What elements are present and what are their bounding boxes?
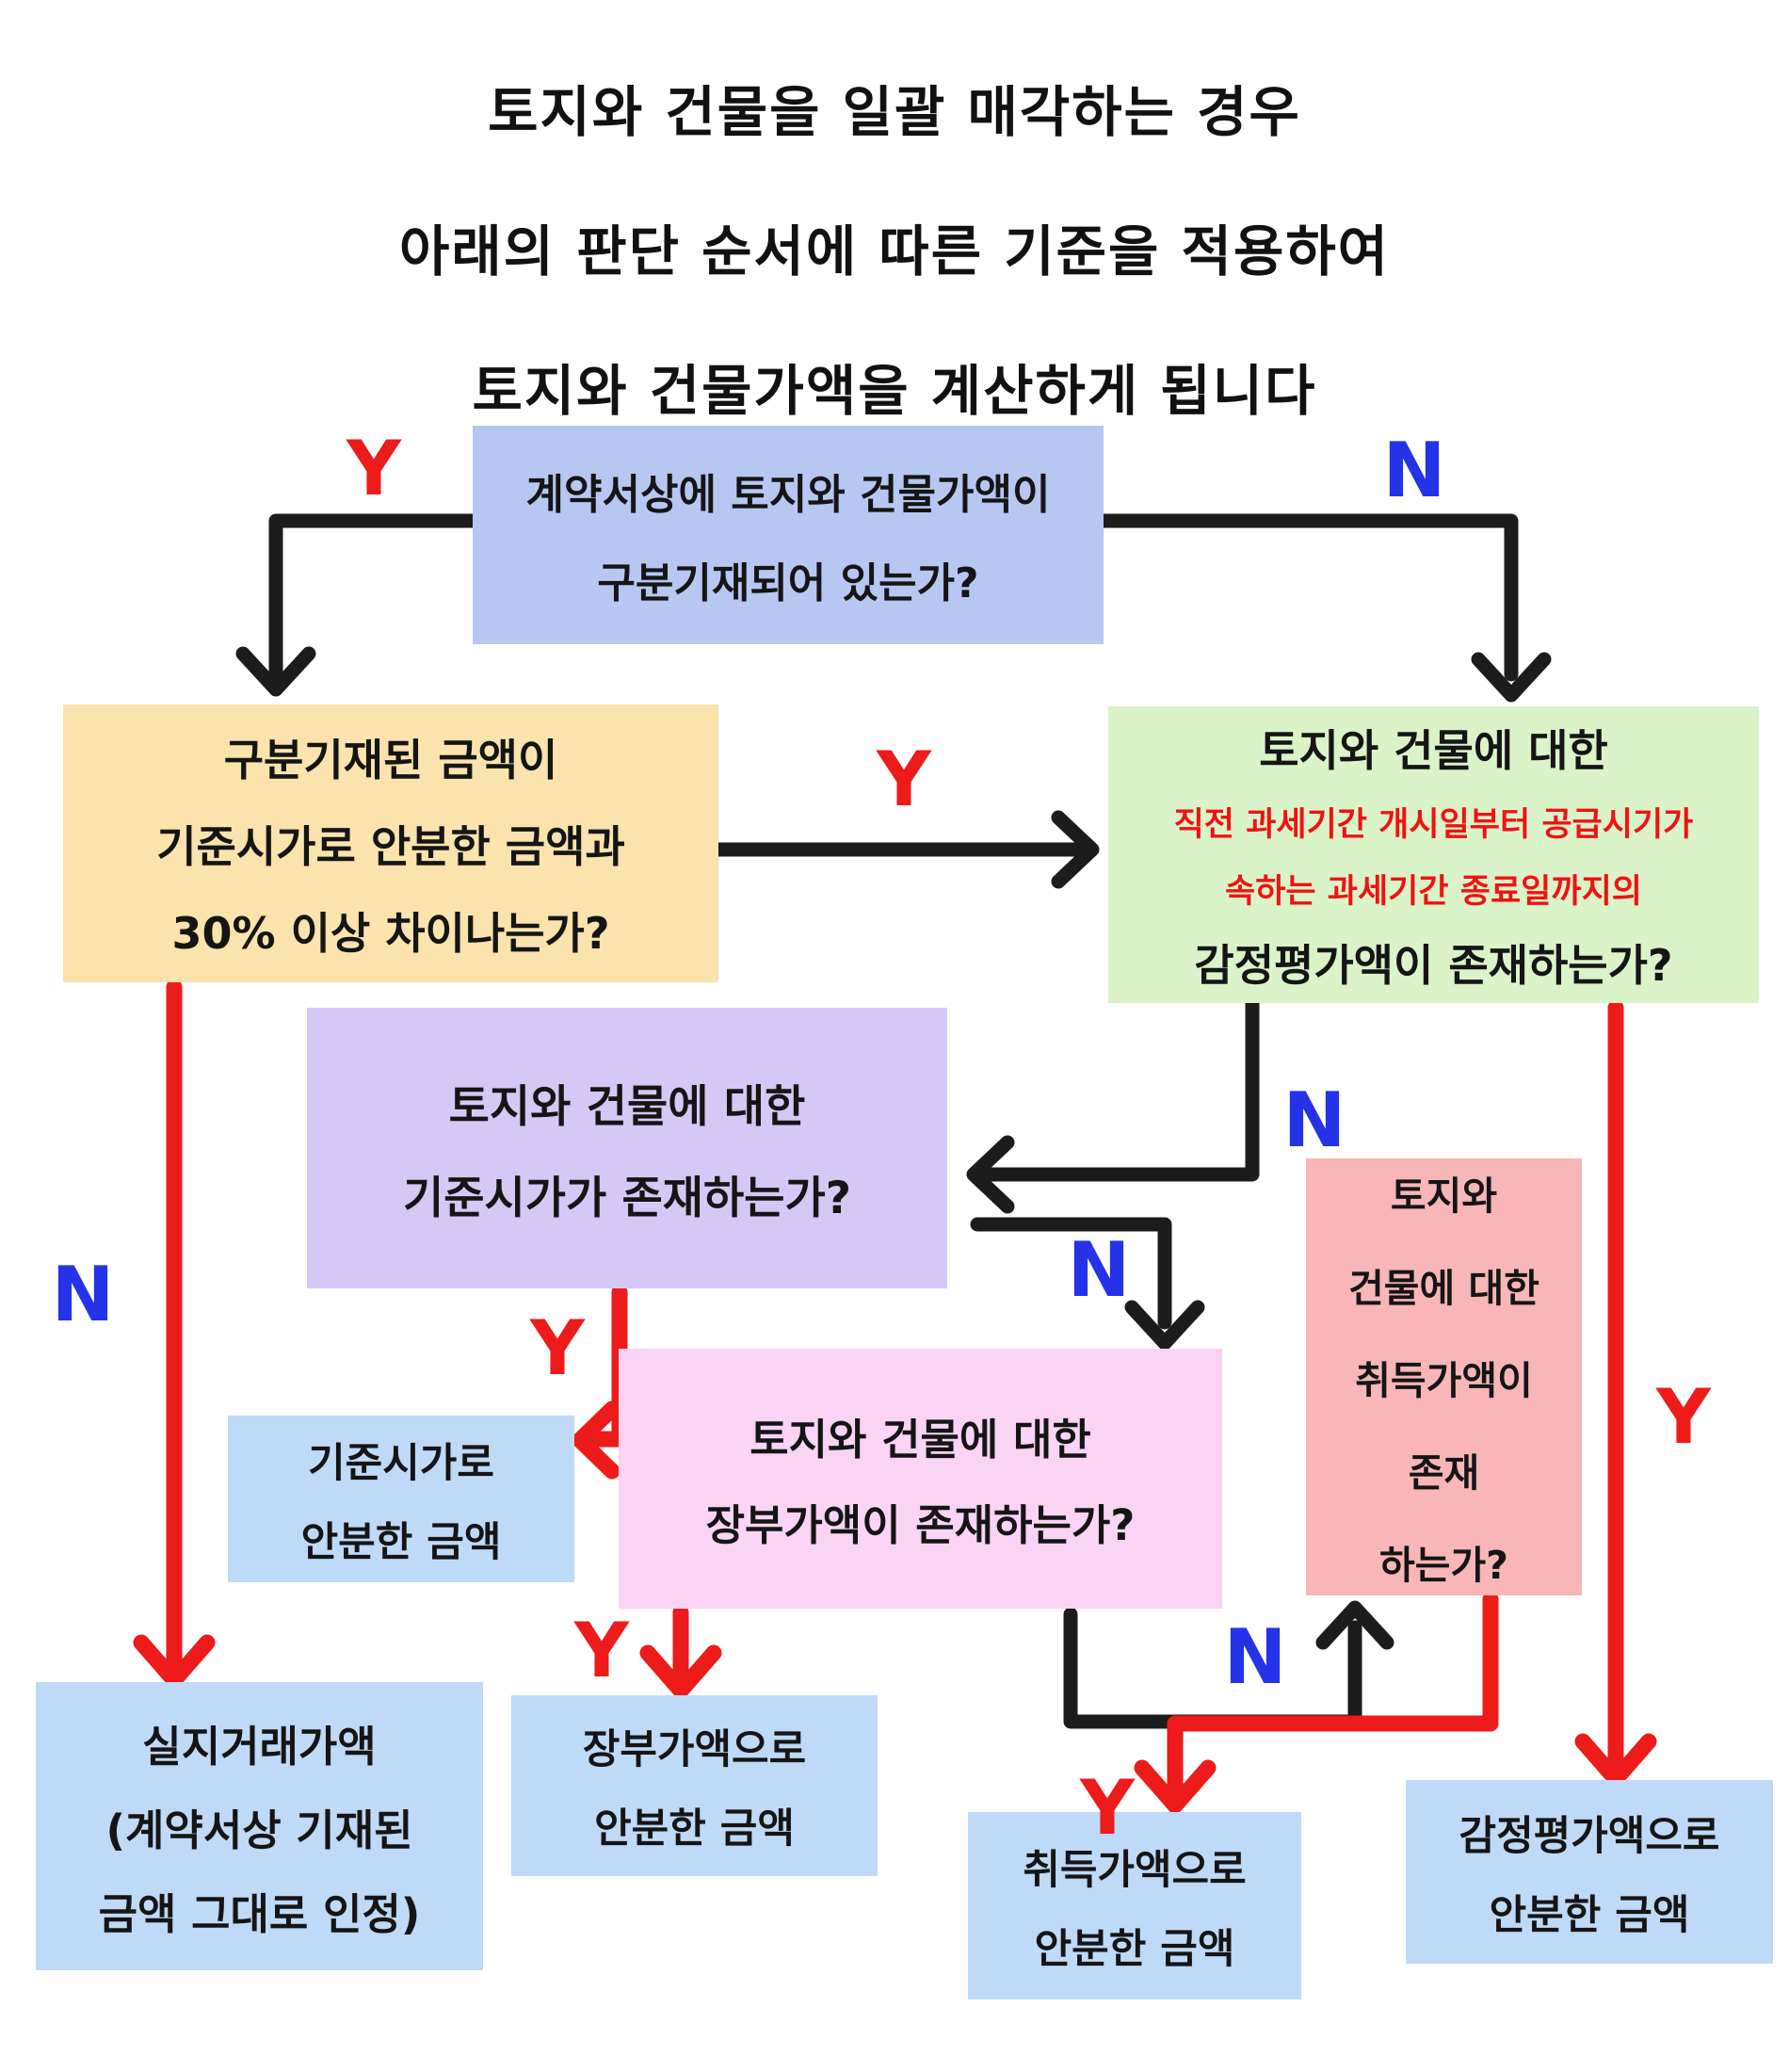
node-text: 토지와 건물에 대한	[448, 1081, 806, 1133]
arrowhead-down-appraisal	[1471, 652, 1552, 703]
node-text: 토지와 건물에 대한	[1259, 724, 1608, 776]
label-no-standard-price: N	[1067, 1226, 1131, 1314]
node-text: 건물에 대한	[1348, 1266, 1539, 1311]
result-text: 장부가액으로	[582, 1726, 807, 1773]
label-no-book-value: N	[1223, 1613, 1287, 1701]
arrowhead-down-book-result	[639, 1644, 722, 1699]
label-no-appraisal: N	[1282, 1076, 1346, 1164]
arrowhead-right-appraisal	[1051, 810, 1100, 889]
node-text-red: 속하는 과세기간 종료일까지의	[1225, 872, 1642, 911]
arrowhead-down-acquisition-result	[1134, 1759, 1217, 1814]
arrowhead-down-appraisal-result	[1574, 1733, 1657, 1788]
node-text: 30% 이상 차이나는가?	[171, 907, 610, 959]
result-acquisition-price: 취득가액으로 안분한 금액	[968, 1812, 1301, 1999]
result-appraisal-price: 감정평가액으로 안분한 금액	[1406, 1780, 1773, 1964]
label-yes-acquisition: Y	[1080, 1764, 1135, 1852]
arrow-no-standard-to-book	[970, 1217, 1172, 1330]
label-yes-standard-price: Y	[530, 1304, 585, 1392]
result-text: 금액 그대로 인정)	[98, 1888, 421, 1939]
arrowhead-down-book	[1124, 1300, 1205, 1351]
label-yes-30pct: Y	[877, 736, 931, 823]
label-no-contract: N	[1382, 427, 1446, 514]
result-text: 실지거래가액	[142, 1721, 377, 1772]
label-yes-book-value: Y	[574, 1607, 629, 1694]
label-no-30pct: N	[51, 1251, 115, 1338]
arrow-yes-contract-to-30pct	[268, 513, 480, 680]
node-text: 토지와 건물에 대한	[749, 1415, 1091, 1465]
title-line-2: 아래의 판단 순서에 따른 기준을 적용하여	[398, 219, 1391, 283]
node-text-red: 직전 과세기간 개시일부터 공급시기가	[1173, 805, 1694, 844]
node-text: 구분기재되어 있는가?	[597, 559, 979, 607]
result-text: 기준시가로	[308, 1439, 494, 1487]
node-book-value-question: 토지와 건물에 대한 장부가액이 존재하는가?	[619, 1349, 1222, 1609]
arrow-no-contract-to-appraisal	[1096, 513, 1519, 682]
node-30pct-question: 구분기재된 금액이 기준시가로 안분한 금액과 30% 이상 차이나는가?	[63, 704, 718, 982]
result-book-value: 장부가액으로 안분한 금액	[511, 1695, 878, 1876]
node-text: 감정평가액이 존재하는가?	[1194, 939, 1673, 991]
result-text: 안분한 금액	[300, 1518, 502, 1566]
node-acquisition-question: 토지와 건물에 대한 취득가액이 존재 하는가?	[1306, 1158, 1582, 1595]
arrow-yes-acquisition-to-result	[1167, 1591, 1499, 1796]
arrowhead-left-standard	[966, 1135, 1015, 1214]
title-line-3: 토지와 건물가액을 계산하게 됩니다	[472, 359, 1317, 423]
arrowhead-left-standard-result	[572, 1400, 621, 1480]
arrowhead-down-actual	[133, 1634, 216, 1689]
title-line-1: 토지와 건물을 일괄 매각하는 경우	[488, 80, 1301, 144]
node-text: 취득가액이	[1355, 1358, 1533, 1403]
arrowhead-down-30pct	[235, 646, 316, 697]
result-text: 취득가액으로	[1023, 1846, 1247, 1894]
result-text: 안분한 금액	[1489, 1891, 1690, 1939]
node-standard-price-question: 토지와 건물에 대한 기준시가가 존재하는가?	[307, 1008, 947, 1288]
result-actual-price: 실지거래가액 (계약서상 기재된 금액 그대로 인정)	[36, 1682, 483, 1970]
label-yes-appraisal: Y	[1656, 1373, 1711, 1461]
arrow-no-book-to-acquisition	[1063, 1607, 1362, 1729]
result-text: 감정평가액으로	[1459, 1812, 1720, 1860]
result-text: 안분한 금액	[594, 1805, 795, 1853]
node-text: 토지와	[1390, 1174, 1498, 1219]
node-text: 계약서상에 토지와 건물가액이	[525, 471, 1051, 519]
diagram-title: 토지와 건물을 일괄 매각하는 경우 아래의 판단 순서에 따른 기준을 적용하…	[0, 68, 1789, 486]
node-text: 기준시가가 존재하는가?	[402, 1173, 852, 1224]
arrow-no-appraisal-to-standard	[977, 996, 1260, 1182]
arrowhead-up-acquisition	[1315, 1600, 1394, 1650]
node-contract-question: 계약서상에 토지와 건물가액이 구분기재되어 있는가?	[473, 426, 1104, 644]
result-text: 안분한 금액	[1034, 1925, 1235, 1973]
node-appraisal-question: 토지와 건물에 대한 직전 과세기간 개시일부터 공급시기가 속하는 과세기간 …	[1108, 706, 1759, 1003]
result-standard-price: 기준시가로 안분한 금액	[228, 1416, 574, 1582]
result-text: (계약서상 기재된	[105, 1805, 413, 1855]
node-text: 장부가액이 존재하는가?	[705, 1500, 1136, 1550]
node-text: 존재	[1408, 1450, 1480, 1496]
node-text: 기준시가로 안분한 금액과	[156, 820, 625, 872]
label-yes-contract: Y	[347, 425, 401, 512]
node-text: 구분기재된 금액이	[223, 734, 558, 785]
node-text: 하는가?	[1379, 1543, 1508, 1588]
